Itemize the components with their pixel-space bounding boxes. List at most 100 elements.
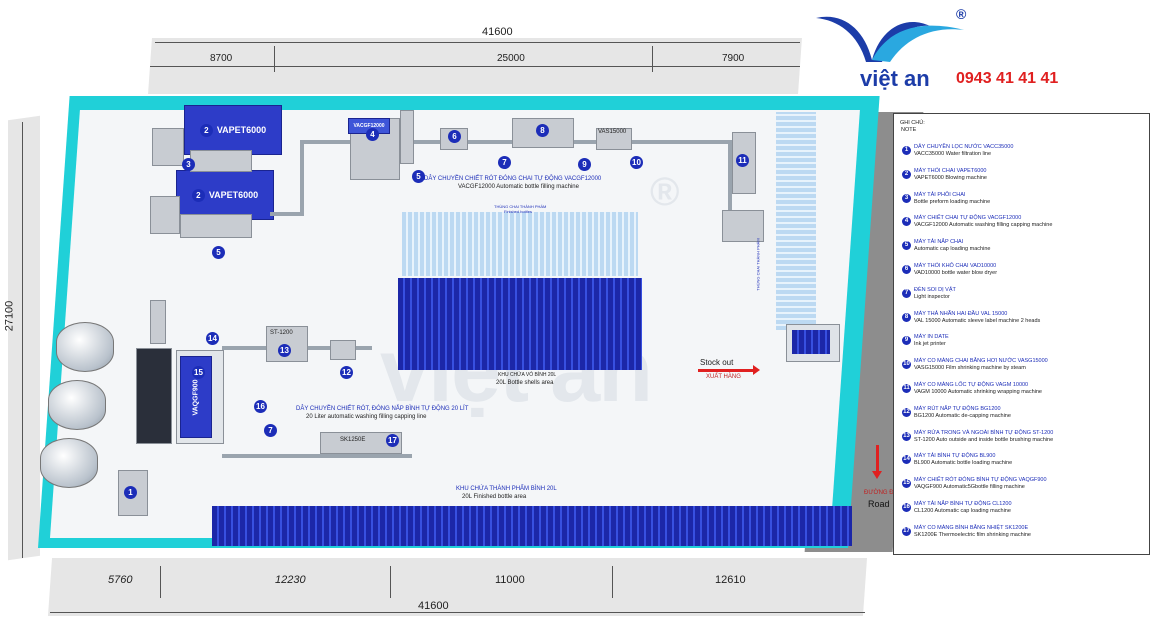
note-item-en: VACC35000 Water filtration line	[914, 151, 992, 157]
line2-label-vi: DÂY CHUYỀN CHIẾT RÓT, ĐÓNG NẮP BÌNH TỰ Đ…	[296, 406, 469, 412]
stock-out-label-en: Stock out	[700, 358, 734, 367]
note-item-en: Light inspector	[914, 293, 950, 300]
note-item-number: 2	[902, 169, 911, 179]
sk-label: SK1250E	[340, 437, 366, 443]
machine-number-badge: 4	[366, 128, 379, 141]
note-item-number: 11	[902, 384, 911, 393]
note-item-en: CL1200 Automatic cap loading machine	[914, 508, 1011, 514]
machine-number-badge: 16	[254, 400, 267, 413]
finished-cases-label-en: Finished bottles	[504, 209, 533, 214]
left-dimension-band	[8, 115, 40, 561]
note-item-vi: MÁY TẢI NẮP BÌNH TỰ ĐỘNG CL1200	[914, 501, 1012, 507]
road-arrow-lower-head	[872, 471, 882, 479]
note-item-en: VASG15000 Film shrinking machine by stea…	[914, 365, 1026, 372]
machine-number-badge: 1	[124, 486, 137, 499]
shell-area-label-vi: KHU CHỨA VỎ BÌNH 20L	[498, 372, 557, 378]
bottom-segment-1: 5760	[108, 574, 133, 586]
note-item-vi: MÁY CO MÀNG BÌNH BẰNG NHIỆT SK1200E	[914, 524, 1029, 531]
note-item-en: VACGF12000 Automatic washing filling cap…	[914, 222, 1053, 229]
note-item-number: 7	[902, 288, 911, 298]
note-item-en: BG1200 Automatic de-capping machine	[914, 412, 1011, 419]
note-item-en: Automatic cap loading machine	[914, 246, 991, 253]
bottom-total-dimension: 41600	[418, 600, 449, 612]
note-item-vi: ĐÈN SOI DỊ VẬT	[914, 286, 956, 293]
machine-number-badge: 5	[412, 170, 425, 183]
finished-20l-bottle-area	[212, 506, 852, 546]
viet-an-logo-icon	[816, 16, 964, 62]
note-item-number: 4	[902, 217, 911, 227]
line1-label-vi: DÂY CHUYỀN CHIẾT RÓT ĐÓNG CHAI TỰ ĐỘNG V…	[424, 176, 602, 182]
top-tick	[652, 46, 653, 72]
note-item-number: 16	[902, 503, 911, 512]
note-title: GHI CHÚ: NOTE	[900, 120, 925, 133]
note-item-number: 12	[902, 407, 911, 417]
note-item-number: 15	[902, 479, 911, 489]
machine-label: VAPET6000	[216, 125, 267, 135]
machine-number-badge: 3	[182, 158, 195, 171]
note-item-vi: MÁY THỔI CHAI VAPET6000	[914, 167, 987, 174]
machine-label: VAPET6000	[208, 190, 259, 200]
note-item-number: 5	[902, 241, 911, 251]
machine-number-badge: 7	[264, 424, 277, 437]
sleeve-label-machine	[512, 118, 574, 148]
blowing-machine-vapet6000-bottom: 2 VAPET6000	[176, 170, 274, 220]
bottle-shell-stack-side	[136, 348, 172, 444]
bottom-segment-4: 12610	[715, 574, 746, 586]
note-item-en: BL900 Automatic bottle loading machine	[914, 460, 1013, 467]
top-segment-line	[150, 66, 800, 67]
top-segment-2: 25000	[497, 53, 525, 64]
note-item-en: VAQGF900 Automatic5Gbottle filling machi…	[914, 484, 1025, 491]
finished-area-label-en: 20L Finished bottle area	[462, 494, 527, 500]
logo-phone: 0943 41 41 41	[956, 70, 1059, 87]
finished-bottle-tower	[776, 112, 816, 330]
finished-bottle-cases-area	[402, 212, 638, 276]
water-tank-2	[48, 380, 106, 430]
note-item-vi: MÁY THẢ NHÃN HAI ĐẦU VAL 15000	[914, 310, 1008, 317]
blower-base-bottom	[180, 214, 252, 238]
note-item-number: 3	[902, 193, 911, 203]
note-item-number: 17	[902, 526, 911, 536]
conveyor-20l-lower	[222, 454, 412, 458]
note-item-number: 8	[902, 312, 911, 322]
bottom-tick	[390, 566, 391, 598]
note-item-number: 13	[902, 431, 911, 441]
bottom-tick	[612, 566, 613, 598]
bottom-tick	[160, 566, 161, 598]
machine-number-badge: 5	[212, 246, 225, 259]
st-label: ST-1200	[270, 330, 293, 336]
line1-label-en: VACGF12000 Automatic bottle filling mach…	[458, 184, 579, 190]
stock-out-arrow	[698, 365, 760, 375]
note-item-en: Ink jet printer	[914, 341, 946, 348]
note-item-vi: MÁY TẢI PHÔI CHAI	[914, 191, 966, 198]
note-item-en: VAL 15000 Automatic sleeve label machine…	[914, 317, 1041, 324]
note-item-vi: MÁY CHIẾT RÓT ĐÓNG BÌNH TỰ ĐỘNG VAQGF900	[914, 477, 1047, 484]
machine-number-badge: 12	[340, 366, 353, 379]
machine-number-badge: 6	[448, 130, 461, 143]
note-item-vi: MÁY IN DATE	[914, 334, 949, 341]
note-item-vi: MÁY RÚT NẮP TỰ ĐỘNG BG1200	[914, 405, 1001, 412]
conveyor-blower-link-h	[270, 212, 304, 216]
machine-number-badge: 11	[736, 154, 749, 167]
machine-number-badge: 9	[578, 158, 591, 171]
note-item-vi: MÁY CO MÀNG CHAI BẰNG HƠI NƯỚC VASG15000	[914, 358, 1048, 365]
logo-brand-text: việt an	[860, 66, 930, 91]
bottom-segment-2: 12230	[275, 574, 306, 586]
note-item-vi: MÁY TẢI BÌNH TỰ ĐỘNG BL900	[914, 453, 996, 460]
machine-number-badge: 15	[192, 366, 205, 379]
machine-number-badge: 14	[206, 332, 219, 345]
finished-cases-label-vi: THÙNG CHAI THÀNH PHẨM	[494, 204, 547, 209]
vas-label: VAS15000	[598, 129, 627, 135]
note-item-number: 14	[902, 455, 911, 465]
road-label-vi: ĐƯỜNG ĐI	[864, 490, 896, 496]
machine-number-badge: 7	[498, 156, 511, 169]
filter-column	[150, 300, 166, 344]
water-tank-1	[56, 322, 114, 372]
